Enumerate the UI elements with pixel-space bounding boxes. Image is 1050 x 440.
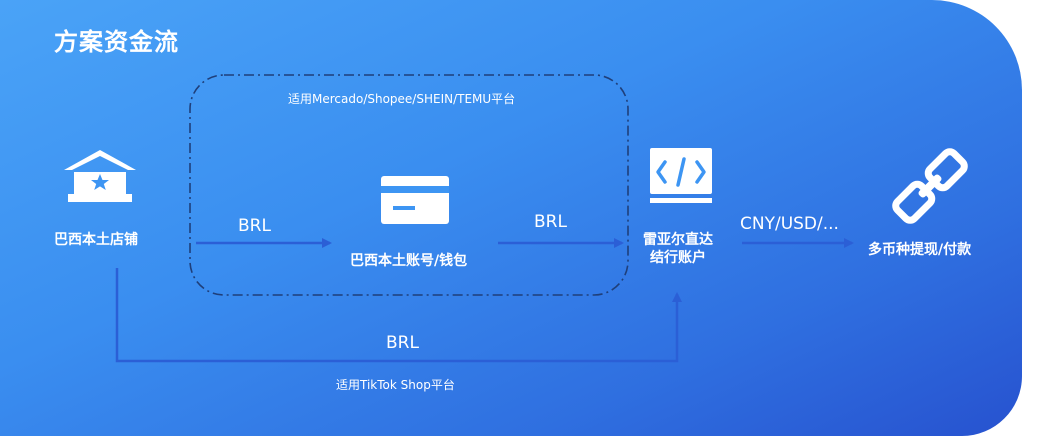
chain-link-icon bbox=[892, 148, 968, 224]
flow-graphics bbox=[64, 74, 968, 363]
card-icon bbox=[381, 176, 449, 224]
node-settlement-label-line1: 雷亚尔直达 bbox=[643, 232, 713, 248]
flow-label-account-to-settlement: BRL bbox=[534, 212, 567, 232]
scope-box bbox=[189, 74, 629, 296]
scope-label-bottom: 适用TikTok Shop平台 bbox=[336, 378, 455, 392]
node-local-store-label: 巴西本土店铺 bbox=[54, 232, 138, 248]
flow-label-store-direct: BRL bbox=[386, 333, 419, 353]
node-settlement-label-line2: 结行账户 bbox=[650, 250, 706, 266]
flow-label-settlement-to-withdrawal: CNY/USD/... bbox=[740, 214, 839, 234]
panel-title: 方案资金流 bbox=[54, 28, 179, 56]
store-icon bbox=[64, 150, 136, 202]
diagram-panel: 方案资金流 bbox=[0, 0, 1022, 436]
node-withdrawal-label: 多币种提现/付款 bbox=[868, 242, 972, 258]
node-local-account-label: 巴西本土账号/钱包 bbox=[350, 253, 468, 269]
arrow-store-direct-to-settlement bbox=[115, 268, 682, 363]
flow-label-store-to-account: BRL bbox=[238, 216, 271, 236]
scope-label-top: 适用Mercado/Shopee/SHEIN/TEMU平台 bbox=[288, 92, 516, 106]
code-monitor-icon bbox=[650, 148, 712, 203]
